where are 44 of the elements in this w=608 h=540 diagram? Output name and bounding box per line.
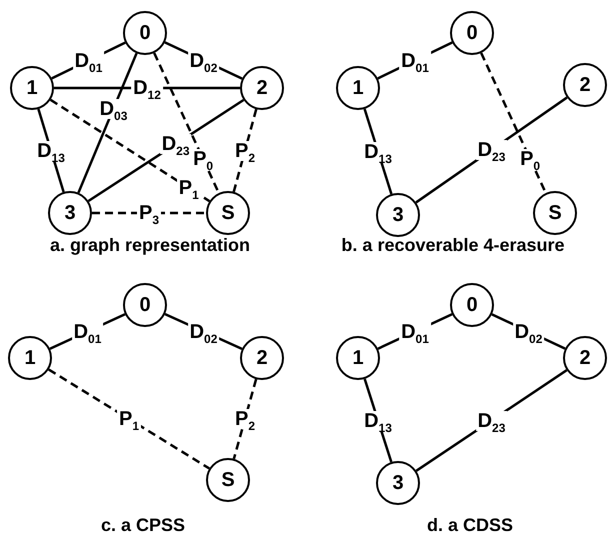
edge-label: D$_{23}$: [476, 140, 508, 160]
node-circle: S: [533, 191, 577, 235]
panel-caption: c. a CPSS: [100, 515, 186, 536]
panel-caption: b. a recoverable 4-erasure: [341, 235, 565, 256]
edge-label: D$_{01}$: [399, 322, 431, 342]
node-circle: 2: [240, 336, 284, 380]
edge-label: P$_{0}$: [191, 149, 216, 169]
edge-label: P$_{0}$: [518, 149, 542, 169]
node-circle: 1: [10, 66, 54, 110]
node-circle: S: [206, 458, 250, 502]
panel-caption: d. a CDSS: [426, 515, 514, 536]
edge-label: D$_{03}$: [98, 98, 130, 119]
dashed-line: [48, 368, 210, 470]
edge-label: D$_{23}$: [476, 410, 508, 430]
node-circle: 3: [376, 461, 420, 505]
edge-label: D$_{13}$: [35, 140, 67, 160]
edge-label: P$_{1}$: [116, 409, 142, 429]
edge-label: D$_{01}$: [72, 50, 104, 70]
edge-label: D$_{02}$: [512, 322, 544, 342]
node-circle: 0: [123, 283, 167, 327]
node-circle: 3: [48, 191, 92, 235]
edge-label: D$_{02}$: [188, 50, 220, 70]
edge-label: D$_{23}$: [160, 134, 192, 154]
edge-label: D$_{01}$: [72, 322, 104, 342]
edge-label: D$_{01}$: [399, 50, 431, 70]
edge-label: D$_{02}$: [188, 322, 220, 342]
node-circle: 1: [336, 66, 380, 110]
node-circle: 3: [376, 193, 420, 237]
edge-label: P$_{3}$: [136, 203, 162, 223]
edge-label: D$_{12}$: [131, 78, 163, 98]
edge-label: D$_{13}$: [362, 410, 394, 430]
node-circle: S: [206, 191, 250, 235]
node-circle: 2: [563, 63, 607, 107]
node-circle: 1: [8, 336, 52, 380]
dashed-line: [50, 98, 210, 202]
node-circle: 0: [123, 11, 167, 55]
edge-label: D$_{13}$: [362, 142, 394, 162]
node-circle: 0: [450, 11, 494, 55]
node-circle: 2: [240, 66, 284, 110]
panel-caption: a. graph representation: [50, 235, 250, 256]
node-circle: 2: [563, 336, 607, 380]
edge-label: P$_{1}$: [176, 178, 201, 198]
node-circle: 1: [336, 336, 380, 380]
node-circle: 0: [450, 283, 494, 327]
